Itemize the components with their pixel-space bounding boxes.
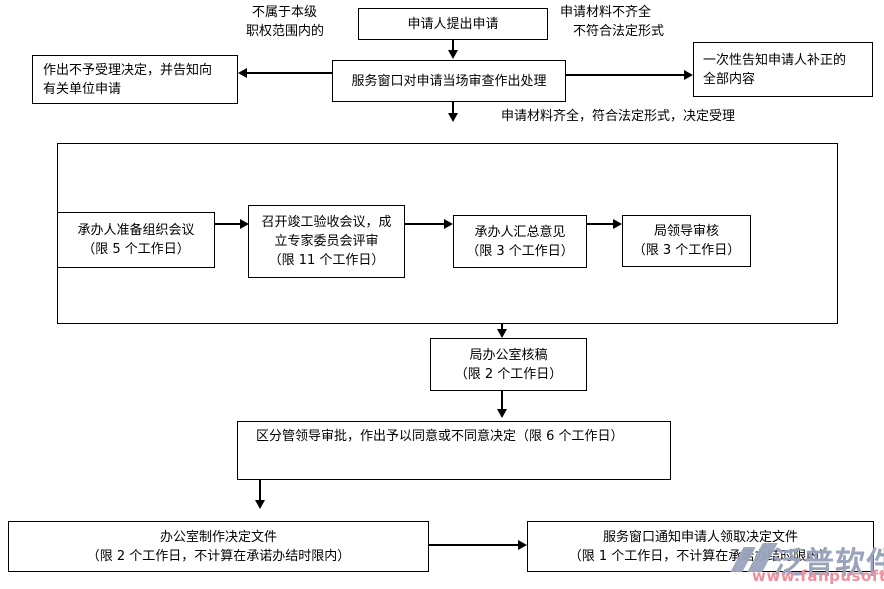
arrow-apply-to-window-head [448, 50, 458, 59]
note-out-of-scope-line2: 职权范围内的 [246, 24, 325, 39]
flow-box-bureau-leader-review: 局领导审核 （限 3 个工作日） [622, 215, 751, 267]
flow-box-reject: 作出不予受理决定，并告知向 有关单位申请 [32, 55, 238, 104]
flow-box-bureau-leader-review-line2: （限 3 个工作日） [632, 243, 741, 258]
flow-box-district-leader-approval: 区分管领导审批，作出予以同意或不同意决定（限 6 个工作日） [237, 421, 671, 480]
arrow-summarize-to-leader-shaft [587, 223, 613, 225]
flow-box-prepare-meeting: 承办人准备组织会议 （限 5 个工作日） [57, 212, 215, 268]
arrow-district-to-document-head [255, 500, 265, 509]
flow-box-notify-supplement: 一次性告知申请人补正的 全部内容 [693, 42, 873, 97]
arrow-check-to-district-head [497, 409, 507, 418]
arrow-prepare-to-meeting-head [240, 219, 249, 229]
flow-box-prepare-meeting-line2: （限 5 个工作日） [82, 242, 190, 257]
note-out-of-scope: 不属于本级 职权范围内的 [246, 3, 324, 41]
flow-box-summarize-opinions-line2: （限 3 个工作日） [466, 243, 574, 259]
flow-box-acceptance-review-meeting-line1: 召开竣工验收会议，成 [261, 215, 392, 230]
flow-box-apply-text: 申请人提出申请 [407, 16, 499, 32]
flow-box-bureau-office-check: 局办公室核稿 （限 2 个工作日） [430, 338, 587, 391]
watermark-brand-text: 泛普软件 [773, 546, 884, 581]
flow-box-window-review: 服务窗口对申请当场审查作出处理 [332, 60, 566, 102]
flow-box-bureau-leader-review-line1: 局领导审核 [653, 224, 719, 239]
flow-box-apply: 申请人提出申请 [358, 8, 548, 40]
watermark-url-text: www.fanpusoft.com [752, 567, 884, 585]
flow-box-office-make-document-line2: （限 2 个工作日，不计算在承诺办结时限内） [86, 548, 351, 564]
arrow-summarize-to-leader-head [613, 219, 622, 229]
arrow-district-to-document-shaft [259, 480, 261, 501]
arrow-window-to-supplement-shaft [566, 74, 684, 76]
arrow-check-to-district-shaft [501, 391, 503, 410]
flow-box-notify-supplement-line1: 一次性告知申请人补正的 [703, 52, 847, 68]
arrow-window-down-head [448, 113, 458, 122]
arrow-meeting-to-summarize-head [444, 219, 453, 229]
flow-box-acceptance-review-meeting-line3: （限 11 个工作日） [268, 253, 385, 268]
note-materials-incomplete-line2: 不符合法定形式 [573, 24, 665, 39]
flow-box-bureau-office-check-line2: （限 2 个工作日） [454, 366, 563, 382]
arrow-prepare-to-meeting-shaft [215, 223, 240, 225]
flow-box-acceptance-review-meeting: 召开竣工验收会议，成 立专家委员会评审 （限 11 个工作日） [248, 205, 405, 278]
arrow-window-down-shaft [452, 102, 454, 114]
note-materials-incomplete-line1: 申请材料不齐全 [560, 5, 652, 20]
arrow-container-to-check-head [497, 329, 507, 338]
flow-box-office-make-document: 办公室制作决定文件 （限 2 个工作日，不计算在承诺办结时限内） [8, 521, 429, 572]
arrow-window-to-reject-shaft [247, 72, 332, 74]
flow-box-window-review-text: 服务窗口对申请当场审查作出处理 [351, 73, 547, 89]
flow-box-district-leader-approval-text: 区分管领导审批，作出予以同意或不同意决定（限 6 个工作日） [256, 429, 624, 444]
arrow-window-to-reject-head [238, 68, 247, 78]
arrow-window-to-supplement-head [684, 70, 693, 80]
flow-box-acceptance-review-meeting-line2: 立专家委员会评审 [274, 234, 379, 249]
label-accepted: 申请材料齐全，符合法定形式，决定受理 [501, 109, 736, 124]
arrow-apply-to-window-shaft [452, 40, 454, 51]
arrow-document-to-notify-shaft [429, 544, 518, 546]
note-out-of-scope-line1: 不属于本级 [252, 5, 318, 20]
flow-box-window-notify-result-line1: 服务窗口通知申请人领取决定文件 [602, 529, 798, 545]
note-materials-incomplete: 申请材料不齐全 不符合法定形式 [558, 3, 664, 41]
flow-box-bureau-office-check-line1: 局办公室核稿 [469, 347, 548, 363]
flow-box-reject-line2: 有关单位申请 [43, 81, 122, 97]
flow-box-office-make-document-line1: 办公室制作决定文件 [159, 529, 277, 545]
flow-box-summarize-opinions-line1: 承办人汇总意见 [474, 224, 566, 240]
arrow-document-to-notify-head [518, 540, 527, 550]
flow-box-summarize-opinions: 承办人汇总意见 （限 3 个工作日） [453, 215, 587, 268]
flow-box-notify-supplement-line2: 全部内容 [703, 71, 756, 87]
flow-box-prepare-meeting-line1: 承办人准备组织会议 [77, 223, 195, 238]
arrow-container-to-check-shaft [501, 324, 503, 330]
arrow-meeting-to-summarize-shaft [405, 223, 444, 225]
flow-box-reject-line1: 作出不予受理决定，并告知向 [43, 62, 213, 78]
